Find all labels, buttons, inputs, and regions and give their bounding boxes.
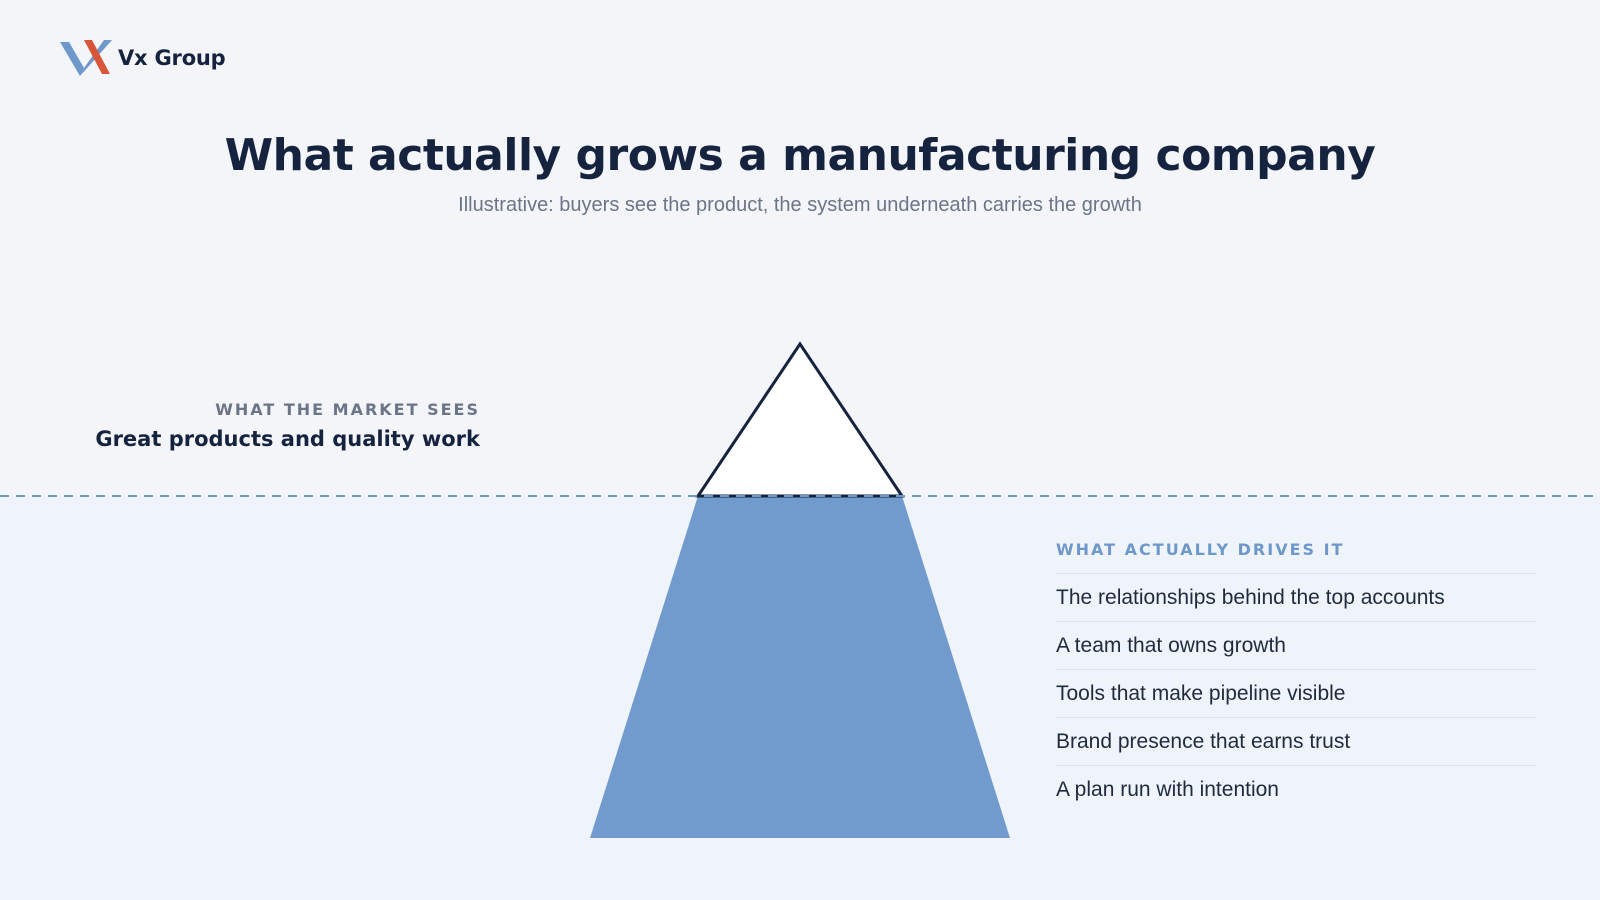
- brand-name: Vx Group: [118, 46, 226, 70]
- market-sees-label: WHAT THE MARKET SEES: [215, 400, 480, 419]
- driver-item: Brand presence that earns trust: [1056, 718, 1536, 766]
- page-title: What actually grows a manufacturing comp…: [224, 130, 1376, 181]
- driver-item: The relationships behind the top account…: [1056, 574, 1536, 622]
- page-subtitle: Illustrative: buyers see the product, th…: [458, 194, 1142, 216]
- drivers-list: The relationships behind the top account…: [1056, 574, 1536, 814]
- driver-item: A plan run with intention: [1056, 778, 1279, 801]
- iceberg-submerged: [590, 496, 1010, 838]
- drivers-label: WHAT ACTUALLY DRIVES IT: [1056, 538, 1536, 574]
- brand-logo: Vx Group: [60, 38, 226, 78]
- driver-item: Tools that make pipeline visible: [1056, 670, 1536, 718]
- vx-logo-icon: [60, 40, 112, 76]
- drivers-block: WHAT ACTUALLY DRIVES IT The relationship…: [1056, 538, 1536, 814]
- driver-item: A team that owns growth: [1056, 622, 1536, 670]
- market-sees-block: WHAT THE MARKET SEES Great products and …: [20, 400, 480, 451]
- market-sees-text: Great products and quality work: [95, 427, 480, 451]
- iceberg-tip: [695, 341, 905, 498]
